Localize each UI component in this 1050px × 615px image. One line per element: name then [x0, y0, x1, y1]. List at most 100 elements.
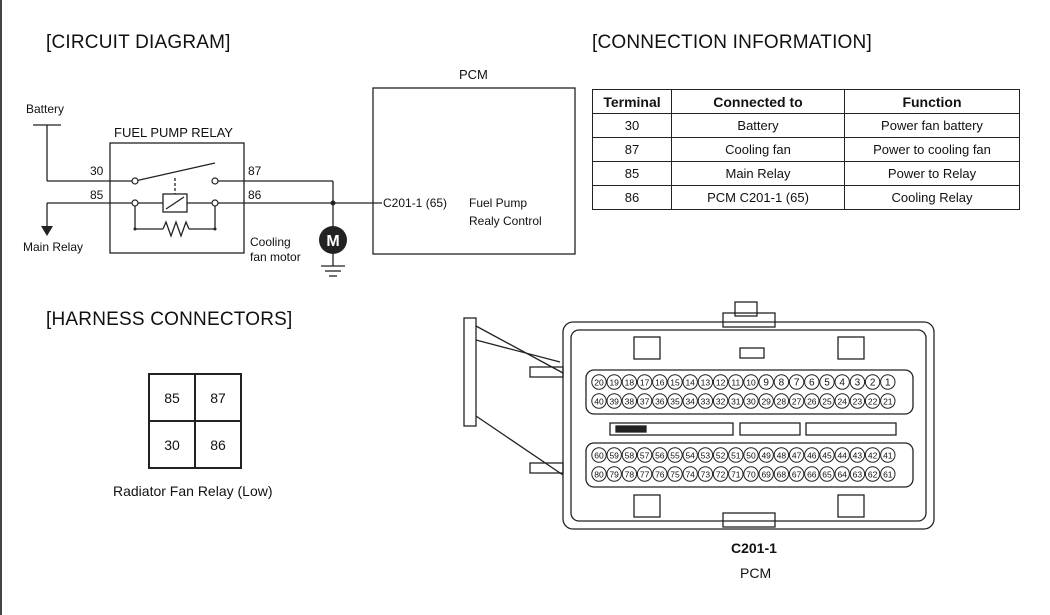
connector-pin-61 — [880, 466, 896, 482]
connector-pin-70 — [743, 466, 759, 482]
connector-pin-label: 2 — [870, 378, 876, 389]
connector-pin-label: 75 — [670, 470, 680, 480]
connector-pin-label: 49 — [761, 451, 771, 461]
connector-pin-23 — [849, 393, 866, 409]
connector-pin-53 — [697, 447, 714, 463]
connector-pin-label: 43 — [853, 451, 863, 461]
connector-pin-55 — [667, 447, 683, 463]
connector-body — [562, 321, 935, 530]
connector-pin-label: 5 — [824, 378, 830, 389]
circuit-diagram-heading: [CIRCUIT DIAGRAM] — [46, 32, 231, 53]
relay-resistor — [162, 220, 190, 238]
cooling-fan-label-line1: Cooling — [250, 235, 291, 249]
connector-pin-65 — [819, 466, 835, 482]
connector-pin-73 — [697, 466, 714, 482]
connector-pin-9 — [758, 374, 774, 390]
connector-pin-label: 69 — [761, 470, 771, 480]
connector-pin-60 — [591, 447, 607, 463]
connector-pin-18 — [621, 374, 638, 390]
connector-pin-label: 64 — [837, 470, 847, 480]
page-frame-line — [0, 0, 2, 615]
connector-pin-68 — [773, 466, 790, 482]
connector-pin-label: 50 — [746, 451, 756, 461]
fuel-pump-relay-title: FUEL PUMP RELAY — [114, 125, 233, 140]
connector-pin-43 — [849, 447, 866, 463]
connector-pin-label: 46 — [807, 451, 817, 461]
relay-cell: 87 — [195, 374, 241, 421]
connector-pin-13 — [697, 374, 714, 390]
connector-pin-label: 41 — [883, 451, 893, 461]
connector-pin-39 — [606, 393, 622, 409]
connector-pin-11 — [728, 374, 744, 390]
connector-pin-label: 45 — [822, 451, 832, 461]
connector-pin-label: 52 — [716, 451, 726, 461]
table-cell: 85 — [592, 161, 672, 186]
connector-pin-15 — [667, 374, 683, 390]
connector-pin-26 — [804, 393, 820, 409]
pcm-function-line1: Fuel Pump — [469, 196, 528, 210]
relay-pin-85: 85 — [90, 188, 104, 202]
connector-pin-66 — [804, 466, 820, 482]
pcm-box — [372, 87, 576, 255]
relay-switch — [134, 162, 216, 182]
connector-pin-label: 8 — [779, 378, 785, 389]
connector-pin-label: 42 — [868, 451, 878, 461]
table-cell: PCM C201-1 (65) — [671, 185, 845, 210]
connector-pin-7 — [788, 374, 805, 390]
battery-label: Battery — [26, 102, 65, 116]
connector-pin-63 — [849, 466, 866, 482]
connector-pin-label: 36 — [655, 397, 665, 407]
connector-pin-3 — [849, 374, 866, 390]
relay-box — [109, 142, 245, 254]
table-cell: Power to cooling fan — [844, 137, 1020, 162]
connector-pin-label: 51 — [731, 451, 741, 461]
connection-information-heading: [CONNECTION INFORMATION] — [592, 32, 872, 53]
connector-pin-label: 31 — [731, 397, 741, 407]
connector-pin-label: 40 — [594, 397, 604, 407]
connection-table: Terminal Connected to Function 30 Batter… — [592, 89, 1020, 210]
connector-pin-label: 67 — [792, 470, 802, 480]
connector-pin-6 — [804, 374, 820, 390]
connector-pin-45 — [819, 447, 835, 463]
connector-latch — [463, 317, 477, 427]
connector-pin-label: 73 — [701, 470, 711, 480]
connector-pin-label: 17 — [640, 378, 650, 388]
connector-pin-label: 58 — [625, 451, 635, 461]
connector-pin-46 — [804, 447, 820, 463]
connector-pin-label: 9 — [763, 378, 769, 389]
table-cell: Battery — [671, 113, 845, 138]
connector-pin-label: 21 — [883, 397, 893, 407]
connector-pin-label: 6 — [809, 378, 815, 389]
connector-pin-label: 44 — [837, 451, 847, 461]
connector-pin-label: 54 — [685, 451, 695, 461]
connector-pin-59 — [606, 447, 622, 463]
connector-pin-37 — [636, 393, 653, 409]
connector-pin-label: 70 — [746, 470, 756, 480]
connector-pin-label: 24 — [837, 397, 847, 407]
radiator-fan-relay-connector: 85 87 30 86 — [148, 373, 242, 469]
connector-pin-50 — [743, 447, 759, 463]
pcm-function-line2: Realy Control — [469, 214, 542, 228]
connector-pin-label: 23 — [853, 397, 863, 407]
connector-pin-33 — [697, 393, 714, 409]
connector-pin-label: 7 — [794, 378, 800, 389]
connector-pin-label: 1 — [885, 378, 891, 389]
connector-pin-10 — [743, 374, 759, 390]
connector-pin-58 — [621, 447, 638, 463]
connector-pin-77 — [636, 466, 653, 482]
connector-pin-label: 32 — [716, 397, 726, 407]
connector-pin-79 — [606, 466, 622, 482]
connector-pin-19 — [606, 374, 622, 390]
connector-pin-label: 27 — [792, 397, 802, 407]
connector-pin-label: 11 — [731, 378, 740, 388]
connector-pin-47 — [788, 447, 805, 463]
connector-pin-12 — [712, 374, 729, 390]
connector-pin-label: 62 — [868, 470, 878, 480]
connector-pin-label: 72 — [716, 470, 726, 480]
connector-pin-label: 77 — [640, 470, 650, 480]
connector-pin-24 — [834, 393, 850, 409]
connector-pin-35 — [667, 393, 683, 409]
connector-pin-69 — [758, 466, 774, 482]
connector-pin-label: 12 — [716, 378, 726, 388]
